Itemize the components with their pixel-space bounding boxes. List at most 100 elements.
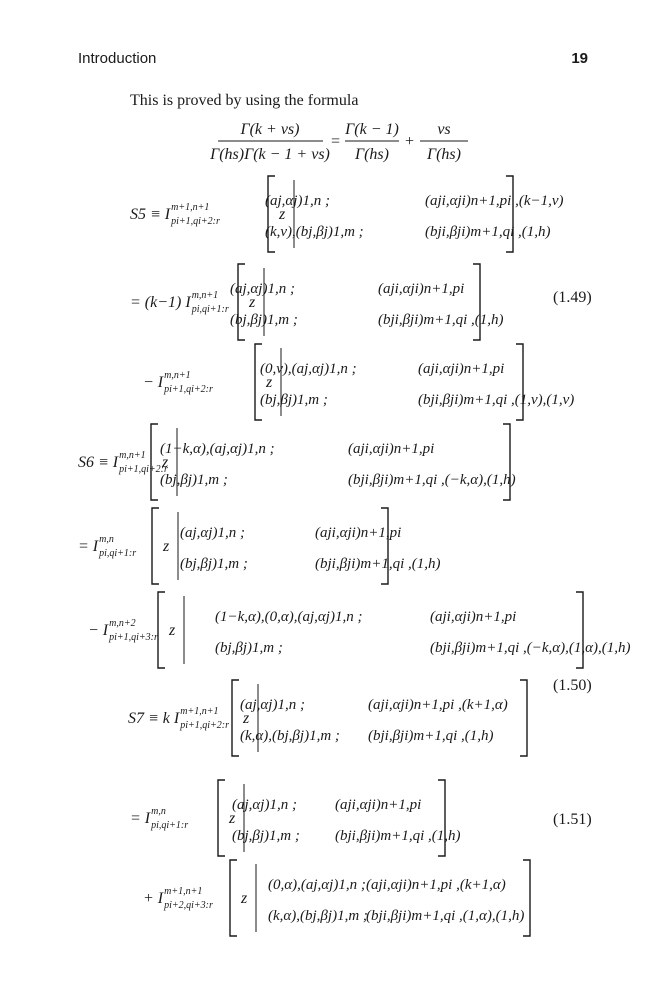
h-function-prefix: S5 ≡ I bbox=[130, 206, 171, 223]
left-bracket bbox=[229, 859, 237, 937]
left-bracket bbox=[237, 263, 245, 341]
equals-sign: = bbox=[331, 133, 340, 150]
upper-parameters-right: (aji,αji)n+1,pi bbox=[315, 525, 401, 541]
lower-parameters-left: (k,α),(bj,βj)1,m ; bbox=[240, 728, 340, 744]
upper-parameters-right: (aji,αji)n+1,pi ,(k+1,α) bbox=[368, 697, 508, 713]
upper-parameters-left: (0,α),(aj,αj)1,n ; bbox=[268, 877, 366, 893]
argument-z: z bbox=[265, 374, 273, 391]
h-function-subscript: pi+1,qi+2:r bbox=[118, 464, 168, 475]
right-bracket bbox=[381, 507, 389, 585]
right-bracket bbox=[576, 591, 584, 669]
argument-z: z bbox=[162, 538, 170, 555]
argument-z: z bbox=[168, 622, 176, 639]
h-function-prefix: = I bbox=[130, 810, 151, 827]
h-function-subscript: pi,qi+1:r bbox=[150, 820, 188, 831]
gamma-rhs2-numerator: νs bbox=[437, 121, 450, 138]
equation-number-1-51: (1.51) bbox=[553, 811, 592, 828]
gamma-identity: Γ(k + νs) Γ(hs)Γ(k − 1 + νs) = Γ(k − 1) … bbox=[209, 121, 468, 163]
lower-parameters-right: (bji,βji)m+1,qi ,(1,h) bbox=[315, 556, 441, 572]
equation-number-1-50: (1.50) bbox=[553, 677, 592, 694]
right-bracket bbox=[438, 779, 446, 857]
argument-z: z bbox=[248, 294, 256, 311]
left-bracket bbox=[217, 779, 225, 857]
h-function-prefix: = I bbox=[78, 538, 99, 555]
lower-parameters-right: (bji,βji)m+1,qi ,(−k,α),(1,α),(1,h) bbox=[430, 640, 631, 656]
gamma-rhs2-denominator: Γ(hs) bbox=[426, 146, 461, 163]
left-bracket bbox=[254, 343, 262, 421]
upper-parameters-right: (aji,αji)n+1,pi ,(k−1,ν) bbox=[425, 193, 564, 209]
h-function-subscript: pi,qi+1:r bbox=[98, 548, 136, 559]
lower-parameters-left: (k,ν),(bj,βj)1,m ; bbox=[265, 224, 364, 240]
argument-z: z bbox=[278, 206, 286, 223]
h-function-prefix: − I bbox=[88, 622, 109, 639]
lower-parameters-right: (bji,βji)m+1,qi ,(1,α),(1,h) bbox=[366, 908, 524, 924]
h-function-subscript: pi+1,qi+2:r bbox=[170, 216, 220, 227]
right-bracket bbox=[516, 343, 524, 421]
lower-parameters-left: (bj,βj)1,m ; bbox=[260, 392, 328, 408]
upper-parameters-left: (aj,αj)1,n ; bbox=[265, 193, 330, 209]
upper-parameters-left: (aj,αj)1,n ; bbox=[232, 797, 297, 813]
left-bracket bbox=[231, 679, 239, 757]
h-function-subscript: pi,qi+1:r bbox=[191, 304, 229, 315]
right-bracket bbox=[506, 175, 514, 253]
argument-z: z bbox=[228, 810, 236, 827]
h-function-superscript: m+1,n+1 bbox=[164, 886, 202, 897]
plus-sign: + bbox=[405, 133, 414, 150]
h-function-superscript: m,n+1 bbox=[119, 450, 145, 461]
left-bracket bbox=[150, 423, 158, 501]
lower-parameters-left: (bj,βj)1,m ; bbox=[180, 556, 248, 572]
page-number: 19 bbox=[571, 50, 588, 67]
upper-parameters-left: (aj,αj)1,n ; bbox=[230, 281, 295, 297]
h-function-superscript: m+1,n+1 bbox=[171, 202, 209, 213]
lower-parameters-right: (bji,βji)m+1,qi ,(1,h) bbox=[335, 828, 461, 844]
lower-parameters-left: (bj,βj)1,m ; bbox=[232, 828, 300, 844]
lower-parameters-left: (bj,βj)1,m ; bbox=[160, 472, 228, 488]
upper-parameters-left: (1−k,α),(aj,αj)1,n ; bbox=[160, 441, 275, 457]
argument-z: z bbox=[240, 890, 248, 907]
gamma-lhs-numerator: Γ(k + νs) bbox=[240, 121, 300, 138]
lower-parameters-left: (bj,βj)1,m ; bbox=[215, 640, 283, 656]
upper-parameters-right: (aji,αji)n+1,pi bbox=[378, 281, 464, 297]
running-header-section: Introduction bbox=[78, 50, 157, 67]
gamma-lhs-denominator: Γ(hs)Γ(k − 1 + νs) bbox=[209, 146, 330, 163]
h-function-superscript: m,n bbox=[151, 806, 166, 817]
h-function-prefix: − I bbox=[143, 374, 164, 391]
h-function-subscript: pi+1,qi+2:r bbox=[163, 384, 213, 395]
lower-parameters-right: (bji,βji)m+1,qi ,(1,h) bbox=[368, 728, 494, 744]
lower-parameters-right: (bji,βji)m+1,qi ,(1,h) bbox=[378, 312, 504, 328]
h-function-prefix: = (k−1) I bbox=[130, 294, 191, 311]
gamma-rhs1-denominator: Γ(hs) bbox=[354, 146, 389, 163]
h-function-superscript: m,n+1 bbox=[164, 370, 190, 381]
lower-parameters-left: (bj,βj)1,m ; bbox=[230, 312, 298, 328]
h-function-superscript: m,n+2 bbox=[109, 618, 135, 629]
h-function-superscript: m,n+1 bbox=[192, 290, 218, 301]
intro-sentence: This is proved by using the formula bbox=[130, 92, 359, 109]
h-function-subscript: pi+1,qi+3:r bbox=[108, 632, 158, 643]
upper-parameters-left: (aj,αj)1,n ; bbox=[240, 697, 305, 713]
upper-parameters-right: (aji,αji)n+1,pi ,(k+1,α) bbox=[366, 877, 506, 893]
h-function-prefix: + I bbox=[143, 890, 164, 907]
upper-parameters-right: (aji,αji)n+1,pi bbox=[430, 609, 516, 625]
left-bracket bbox=[267, 175, 275, 253]
argument-z: z bbox=[242, 710, 250, 727]
left-bracket bbox=[157, 591, 165, 669]
gamma-rhs1-numerator: Γ(k − 1) bbox=[344, 121, 399, 138]
h-function-superscript: m,n bbox=[99, 534, 114, 545]
h-function-prefix: S6 ≡ I bbox=[78, 454, 119, 471]
upper-parameters-right: (aji,αji)n+1,pi bbox=[335, 797, 421, 813]
upper-parameters-right: (aji,αji)n+1,pi bbox=[418, 361, 504, 377]
upper-parameters-left: (aj,αj)1,n ; bbox=[180, 525, 245, 541]
upper-parameters-left: (1−k,α),(0,α),(aj,αj)1,n ; bbox=[215, 609, 362, 625]
right-bracket bbox=[523, 859, 531, 937]
h-function-subscript: pi+1,qi+2:r bbox=[179, 720, 229, 731]
lower-parameters-left: (k,α),(bj,βj)1,m ; bbox=[268, 908, 368, 924]
